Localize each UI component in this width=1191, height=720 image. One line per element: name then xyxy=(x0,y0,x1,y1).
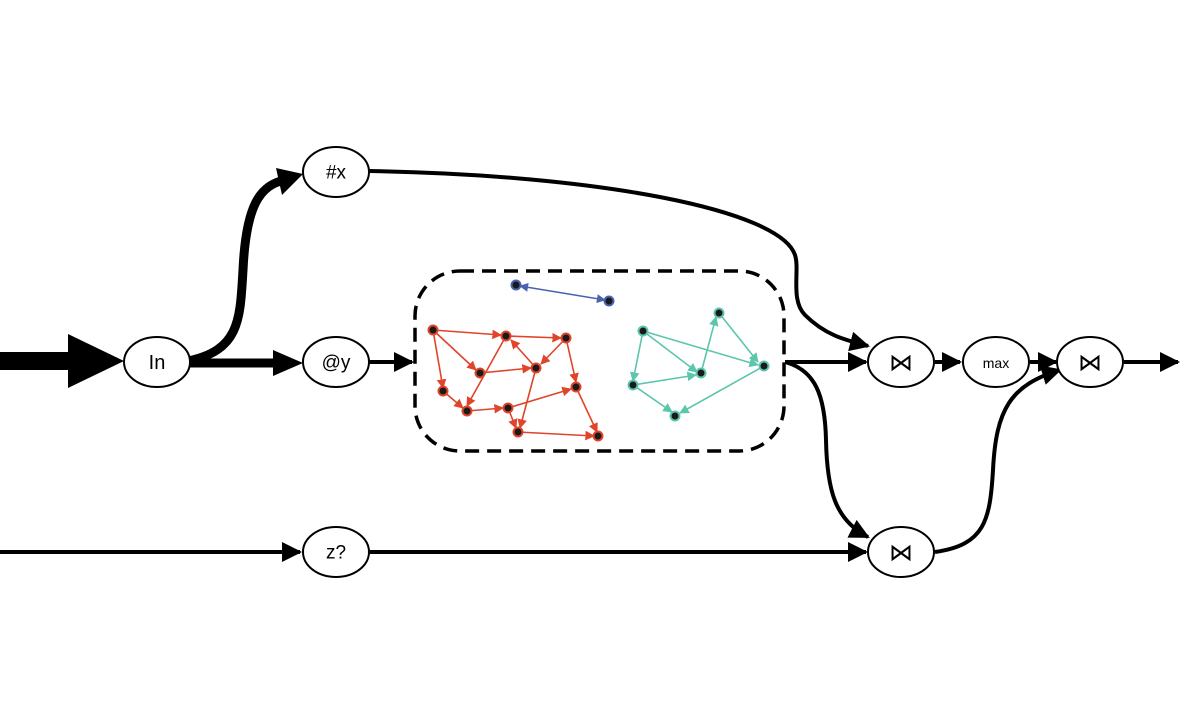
node-in-label: In xyxy=(149,352,166,374)
graph-node xyxy=(429,326,438,335)
graph-edge xyxy=(520,368,536,428)
graph-edge xyxy=(633,375,696,385)
cluster-teal-nodes xyxy=(629,309,769,421)
edge-in-to-x-arrowhead xyxy=(276,168,303,195)
graph-edge xyxy=(701,317,716,373)
node-max-label: max xyxy=(983,355,1009,371)
graph-edge xyxy=(643,331,758,365)
node-x[interactable]: #x xyxy=(303,147,369,197)
node-z[interactable]: z? xyxy=(303,527,369,577)
node-y-label: @y xyxy=(322,353,351,374)
graph-node xyxy=(760,362,769,371)
node-z-label: z? xyxy=(326,543,346,564)
node-join-final-label: ⋈ xyxy=(1078,350,1102,377)
graph-edge xyxy=(576,387,597,432)
graph-node xyxy=(671,412,680,421)
graph-node xyxy=(715,309,724,318)
graph-node xyxy=(697,369,706,378)
cluster-blue xyxy=(512,281,614,306)
cluster-teal xyxy=(633,313,764,413)
graph-node xyxy=(514,428,523,437)
cluster-red-nodes xyxy=(429,326,603,441)
subgraph-box xyxy=(415,271,784,451)
graph-edge xyxy=(680,366,764,413)
edge-subgraph-to-join-bottom xyxy=(785,362,868,537)
edge-join-bottom-to-join-final xyxy=(935,370,1060,552)
graph-edge xyxy=(520,286,605,300)
edge-in-to-x xyxy=(188,180,285,361)
graph-edge xyxy=(643,331,697,372)
graph-edge xyxy=(633,331,643,381)
graph-node xyxy=(562,334,571,343)
graph-node xyxy=(605,297,614,306)
graph-edge xyxy=(506,336,561,338)
graph-node xyxy=(439,387,448,396)
graph-node xyxy=(594,432,603,441)
graph-node xyxy=(476,369,485,378)
graph-node xyxy=(639,327,648,336)
graph-node xyxy=(629,381,638,390)
graph-node xyxy=(572,383,581,392)
graph-edge xyxy=(433,330,501,335)
node-join-top-label: ⋈ xyxy=(889,350,913,377)
subgraph xyxy=(415,271,784,451)
node-join-bottom[interactable]: ⋈ xyxy=(868,527,934,577)
node-in[interactable]: In xyxy=(124,337,190,387)
node-join-final[interactable]: ⋈ xyxy=(1057,337,1123,387)
node-max[interactable]: max xyxy=(963,337,1029,387)
graph-edge xyxy=(566,338,576,382)
graph-edge xyxy=(633,385,672,412)
edge-x-to-join-top xyxy=(369,171,868,346)
graph-edge xyxy=(518,432,594,436)
graph-node xyxy=(512,281,521,290)
graph-node xyxy=(532,364,541,373)
node-y[interactable]: @y xyxy=(303,337,369,387)
node-join-bottom-label: ⋈ xyxy=(889,540,913,567)
graph-edge xyxy=(511,340,536,368)
edge-in-to-y-arrowhead xyxy=(273,350,303,376)
edge-input-arrowhead xyxy=(68,334,124,388)
node-join-top[interactable]: ⋈ xyxy=(868,337,934,387)
node-x-label: #x xyxy=(326,163,347,184)
graph-node xyxy=(502,332,511,341)
graph-node xyxy=(504,404,513,413)
graph-edge xyxy=(508,389,571,408)
graph-node xyxy=(463,407,472,416)
